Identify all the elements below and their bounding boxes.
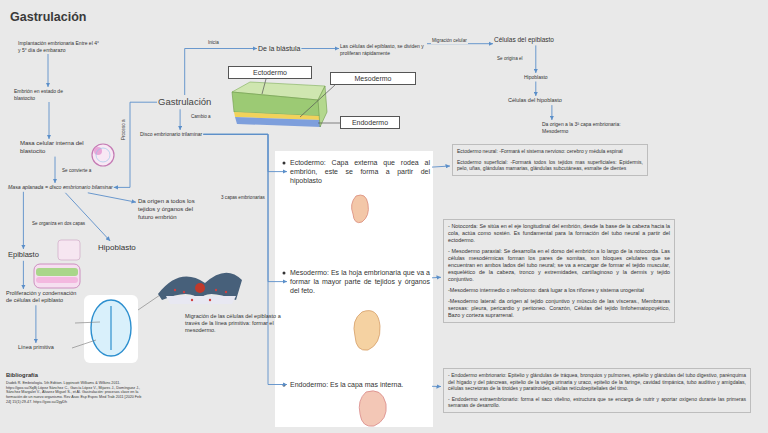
bullet-panel	[275, 151, 433, 427]
concept-node: De la blástula	[258, 44, 300, 53]
connector	[23, 261, 24, 289]
concept-node: Hipoblasto	[98, 243, 136, 253]
concept-node: Hipoblasto	[524, 74, 548, 81]
trilaminar-disc	[232, 79, 340, 127]
concept-node: Disco embrionario trilaminar	[140, 131, 202, 138]
blastocyst-figure	[92, 144, 114, 166]
node-text: Da origen a la 3ª capa embrionaria: Meso…	[542, 121, 624, 134]
node-text: De la blástula	[258, 44, 300, 53]
node-text: Células del hipoblasto	[508, 97, 562, 104]
connector	[432, 166, 450, 167]
node-text: Endodermo: Es la capa mas interna.	[290, 380, 430, 389]
concept-node: Da origen a todos los tejidos y órganos …	[138, 198, 210, 221]
concept-node: Implantación embrionaria Entre el 4° y 5…	[18, 40, 100, 53]
connector	[180, 109, 181, 130]
migration-figure	[158, 273, 242, 304]
connector	[432, 386, 441, 387]
connector	[203, 134, 287, 384]
edge-label: Se organiza en dos capas	[31, 221, 86, 227]
connector	[432, 277, 441, 279]
concept-node: Endodermo: Es la capa mas interna.	[290, 380, 430, 389]
connector	[48, 54, 49, 87]
connector	[65, 193, 110, 241]
node-text: Mesodermo: Es la hoja embrionaria que va…	[290, 268, 430, 295]
connector	[49, 102, 50, 139]
concept-node: Mesodermo: Es la hoja embrionaria que va…	[290, 268, 430, 295]
layer-box: Endodermo	[340, 116, 400, 129]
node-text: Migración de las células del epiblasto a…	[185, 313, 285, 334]
edge-label: Inicia	[207, 40, 220, 46]
concept-node: Las células del epiblasto, se dividen y …	[340, 43, 426, 56]
primitive-streak-figure	[72, 295, 160, 363]
node-text: Proliferación y condensación de células …	[6, 290, 78, 304]
concept-node: Da origen a la 3ª capa embrionaria: Meso…	[542, 121, 624, 134]
node-text: Endodermo	[344, 118, 396, 127]
bilaminar-figure	[34, 240, 80, 288]
embryo-figures	[352, 195, 387, 426]
node-text: Implantación embrionaria Entre el 4° y 5…	[18, 40, 100, 53]
connector	[23, 192, 24, 249]
concept-node: Gastrulación	[158, 96, 211, 108]
node-text: Disco embrionario trilaminar	[140, 131, 202, 138]
node-text: -Mesodermo intermedio o nefrotomo: dará …	[448, 287, 670, 294]
concept-node: Migración de las células del epiblasto a…	[185, 313, 285, 334]
concept-node: Proliferación y condensación de células …	[6, 290, 78, 304]
edge-label: Se convierte a	[61, 168, 92, 174]
edge-label: Cambio a	[190, 114, 212, 120]
node-text: - Endodermo embrionario: Epitelio y glán…	[448, 372, 746, 392]
connector	[535, 45, 536, 73]
connector	[88, 193, 136, 202]
node-text: - Notocorda: Se sitúa en el eje longitud…	[448, 223, 670, 244]
node-text: Gastrulación	[158, 96, 211, 108]
node-text: - Endodermo extraembrionario: forma el s…	[448, 396, 746, 409]
node-text: Mesodermo	[334, 74, 412, 83]
edge-label: 3 capas embrionarias	[220, 195, 266, 201]
node-text: -Mesodermo lateral: da origen al tejido …	[448, 298, 670, 319]
edge-label: Se origina el	[496, 56, 524, 62]
node-text: Hipoblasto	[98, 243, 136, 253]
detail-box: - Notocorda: Se sitúa en el eje longitud…	[443, 219, 675, 323]
node-text: Ectodermo	[232, 68, 308, 77]
connector	[301, 48, 339, 49]
connector	[55, 157, 56, 183]
connector	[35, 305, 36, 343]
node-text: - Mesodermo paraxial: Se desarrolla en e…	[448, 248, 670, 283]
node-text: Ectodermo superficial: -Formará todos lo…	[457, 159, 643, 172]
node-text: Ectodermo neural: -Formará el sistema ne…	[457, 148, 643, 155]
node-text: Ectodermo: Capa externa que rodea al emb…	[290, 158, 430, 185]
node-text: Embrión en estado de blastocito	[14, 88, 78, 101]
layer-box: Mesodermo	[330, 72, 416, 85]
concept-node: Ectodermo: Capa externa que rodea al emb…	[290, 158, 430, 185]
node-text: Masa celular interna del blastocito	[20, 140, 90, 156]
connector	[551, 105, 552, 120]
edge-label: Proceso a	[121, 118, 127, 141]
detail-box: - Endodermo embrionario: Epitelio y glán…	[443, 368, 751, 413]
concept-node: Epiblasto	[8, 250, 39, 260]
bullet-dots	[283, 162, 286, 387]
node-text: Células del epiblasto	[494, 36, 554, 44]
node-text: Hipoblasto	[524, 74, 548, 81]
detail-box: Ectodermo neural: -Formará el sistema ne…	[452, 144, 648, 176]
node-text: Da origen a todos los tejidos y órganos …	[138, 198, 210, 221]
title: Gastrulación	[10, 10, 86, 25]
layer-box: Ectodermo	[228, 66, 312, 79]
concept-node: Masa celular interna del blastocito	[20, 140, 90, 156]
reference-text: Dudek R. Embriología. 5th Edition. Lippi…	[6, 381, 146, 404]
node-text: Las células del epiblasto, se dividen y …	[340, 43, 426, 56]
node-text: Epiblasto	[8, 250, 39, 260]
connector	[203, 134, 287, 171]
connector	[203, 134, 287, 281]
concept-node: Células del epiblasto	[494, 36, 554, 44]
concept-node: Línea primitiva	[18, 344, 54, 351]
node-text: Masa aplanada = disco embrionario bilami…	[8, 184, 113, 191]
concept-node: Células del hipoblasto	[508, 97, 562, 104]
edge-label: Migración celular	[431, 38, 468, 44]
connector	[114, 102, 157, 187]
concept-node: Embrión en estado de blastocito	[14, 88, 78, 101]
concept-node: Masa aplanada = disco embrionario bilami…	[8, 184, 113, 191]
section-heading: Bibliografía	[6, 372, 38, 379]
connector	[535, 82, 536, 97]
node-text: Línea primitiva	[18, 344, 54, 351]
